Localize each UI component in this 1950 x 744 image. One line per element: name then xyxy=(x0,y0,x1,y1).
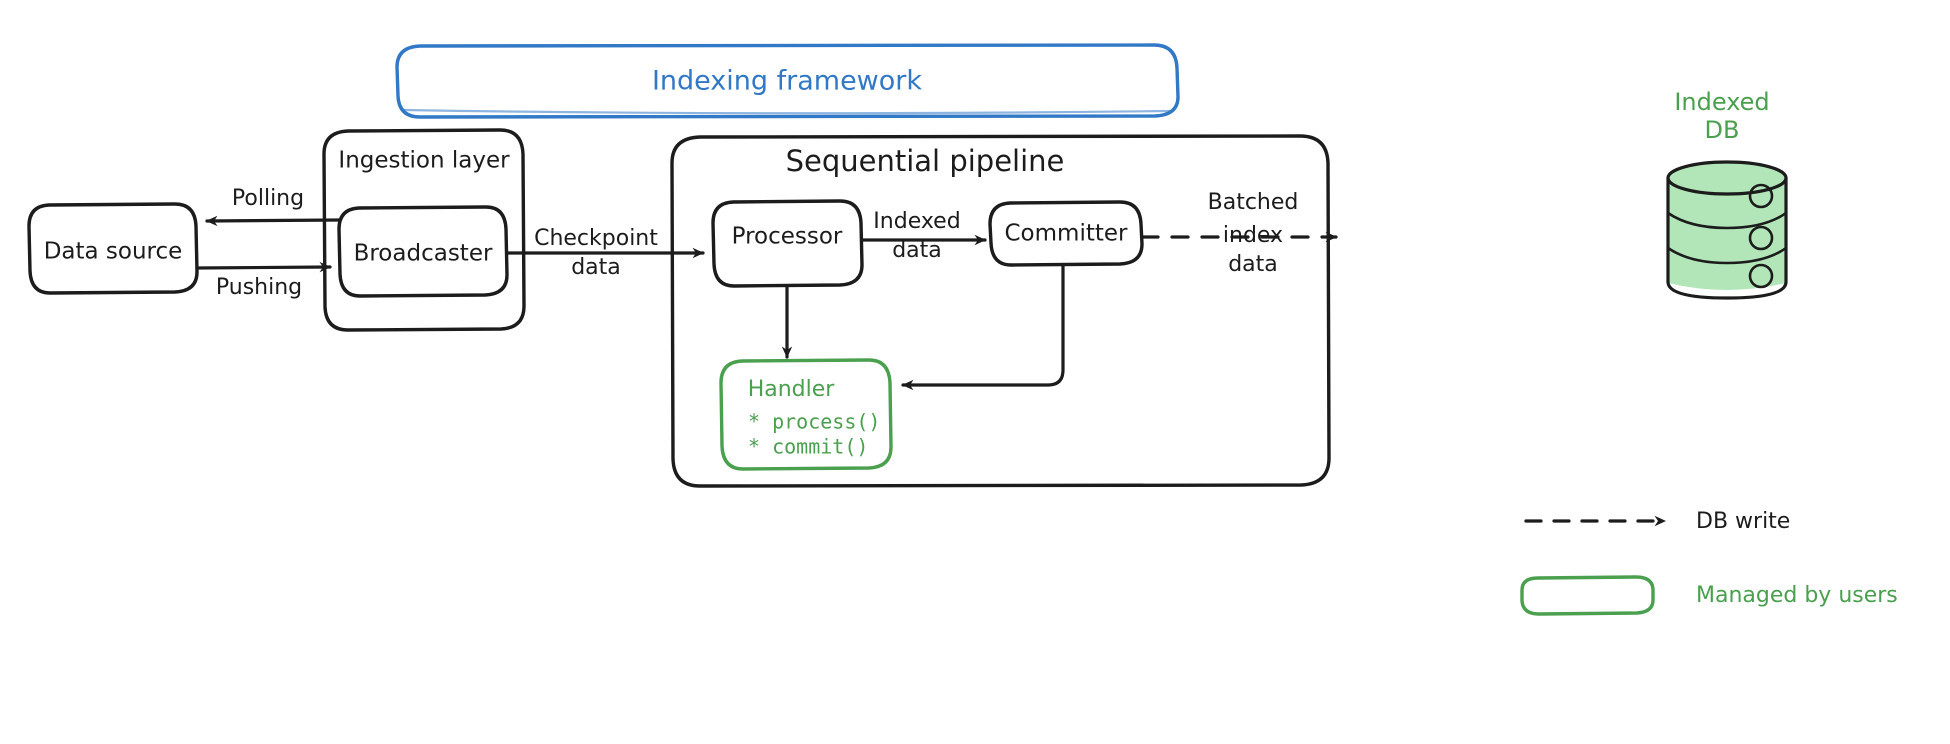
legend-item-db-write[interactable]: DB write xyxy=(1524,509,1790,534)
indexing-framework-label: Indexing framework xyxy=(652,66,922,97)
committer-node[interactable]: Committer xyxy=(988,200,1144,267)
legend-item-managed-by-users-label: Managed by users xyxy=(1696,583,1898,608)
edge-polling-label: Polling xyxy=(232,186,304,211)
edge-indexed-data-label-line2: data xyxy=(892,238,942,263)
indexed-db-label-line2: DB xyxy=(1705,116,1740,144)
edge-polling: Polling xyxy=(205,186,342,227)
handler-method-commit: * commit() xyxy=(748,435,868,459)
edge-pushing-label: Pushing xyxy=(216,275,302,300)
handler-label: Handler xyxy=(748,377,836,402)
edge-batched-index-label-line3: data xyxy=(1228,252,1278,277)
database-cylinder-icon xyxy=(1666,160,1788,300)
edge-batched-index-data: Batched index data xyxy=(1140,190,1338,277)
edge-indexed-data: Indexed data xyxy=(860,209,987,263)
edge-batched-index-label-line2: index xyxy=(1223,223,1283,248)
legend: DB write Managed by users xyxy=(1520,509,1898,616)
processor-label: Processor xyxy=(732,224,843,250)
committer-label: Committer xyxy=(1005,221,1129,247)
indexing-framework-box[interactable]: Indexing framework xyxy=(395,43,1180,119)
legend-item-db-write-label: DB write xyxy=(1696,509,1790,534)
data-source-label: Data source xyxy=(44,239,183,265)
edge-checkpoint-data-label-line1: Checkpoint xyxy=(534,226,658,251)
broadcaster-label: Broadcaster xyxy=(354,241,493,267)
data-source-node[interactable]: Data source xyxy=(27,202,199,295)
sequential-pipeline-box[interactable]: Sequential pipeline xyxy=(670,134,1331,488)
edge-checkpoint-data-label-line2: data xyxy=(571,255,621,280)
processor-node[interactable]: Processor xyxy=(711,199,864,288)
indexed-db-node[interactable]: Indexed DB xyxy=(1666,88,1788,300)
edge-pushing: Pushing xyxy=(195,261,332,300)
edge-committer-to-handler xyxy=(901,263,1065,391)
edge-batched-index-label-line1: Batched xyxy=(1208,190,1299,215)
ingestion-layer-box[interactable]: Ingestion layer xyxy=(322,128,526,332)
broadcaster-node[interactable]: Broadcaster xyxy=(337,205,509,298)
sequential-pipeline-label: Sequential pipeline xyxy=(786,144,1065,178)
edge-checkpoint-data: Checkpoint data xyxy=(505,226,705,280)
legend-item-managed-by-users[interactable]: Managed by users xyxy=(1520,575,1898,616)
handler-node[interactable]: Handler * process() * commit() xyxy=(719,358,893,471)
indexed-db-label-line1: Indexed xyxy=(1674,88,1769,116)
handler-method-process: * process() xyxy=(748,410,880,434)
edge-indexed-data-label-line1: Indexed xyxy=(873,209,960,234)
ingestion-layer-label: Ingestion layer xyxy=(338,148,510,174)
